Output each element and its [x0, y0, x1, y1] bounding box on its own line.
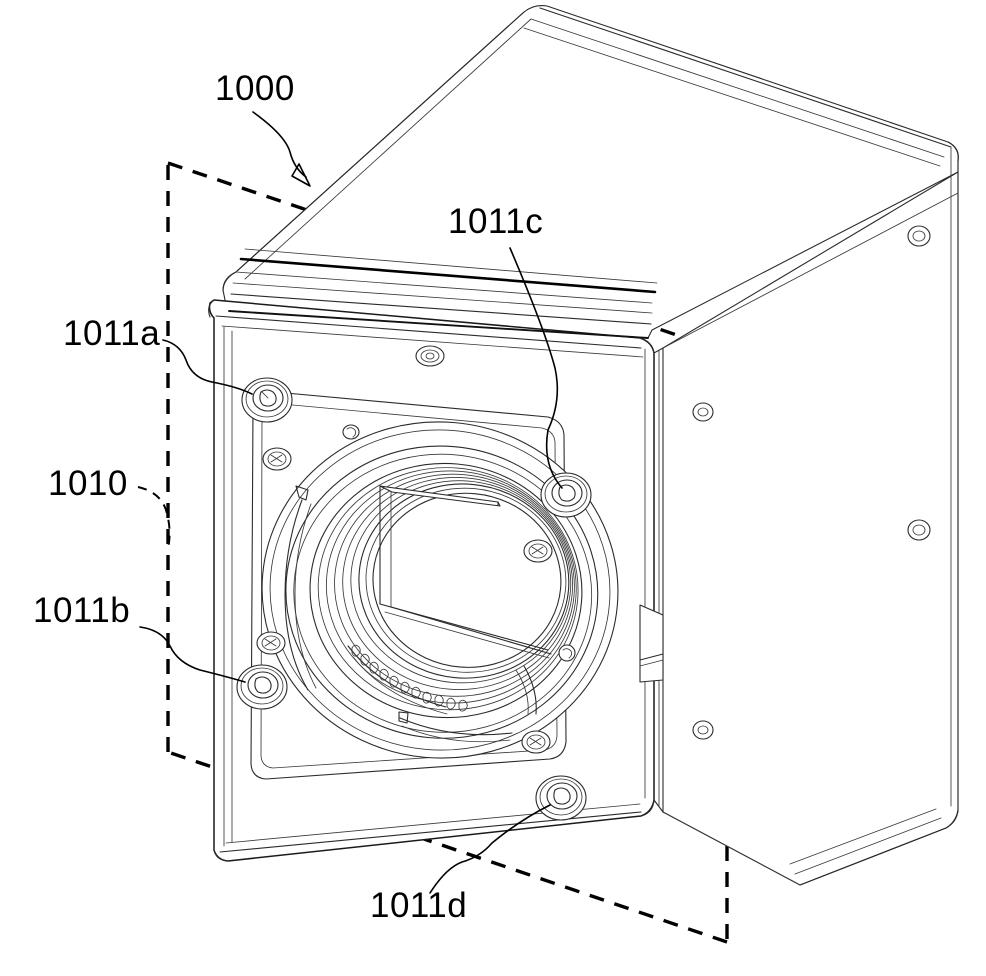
screw-rear-upper [907, 225, 931, 247]
pin-hole-upper [342, 424, 360, 440]
ref-label-1011d: 1011d [370, 886, 467, 925]
sensor-cavity [379, 485, 552, 659]
pin-hole-right [558, 644, 576, 662]
screw-mount-lower-right [521, 730, 551, 754]
mounting-boss-1011d [535, 775, 587, 821]
screw-side-upper [692, 402, 714, 422]
mounting-boss-1011c [540, 472, 592, 518]
ref-label-1011c: 1011c [448, 202, 543, 241]
screw-top-plate [415, 345, 445, 367]
electrical-contact-pins [347, 644, 468, 715]
small-screw-set [256, 225, 931, 754]
ref-label-1011b: 1011b [33, 591, 130, 630]
lens-mount-assembly [261, 421, 619, 759]
screw-mount-upper-left [262, 447, 292, 471]
camera-body-top-face [222, 5, 959, 339]
bayonet-lugs [284, 485, 537, 743]
screw-rear-lower [907, 519, 931, 541]
mounting-boss-1011a [241, 377, 293, 423]
screw-mount-lower-left [256, 631, 286, 655]
side-release-tab [639, 604, 664, 683]
leader-lines [137, 111, 563, 894]
screw-mount-upper-right [523, 539, 553, 563]
ref-label-1000: 1000 [215, 69, 295, 108]
screw-side-lower [692, 720, 714, 740]
mounting-boss-1011b [236, 664, 288, 710]
camera-body-right-face [662, 161, 959, 886]
reference-numeral-labels: 1000 1011c 1011a 1010 1011b 1011d [33, 69, 543, 925]
ref-label-1010: 1010 [48, 464, 128, 503]
ref-label-1011a: 1011a [63, 314, 160, 353]
